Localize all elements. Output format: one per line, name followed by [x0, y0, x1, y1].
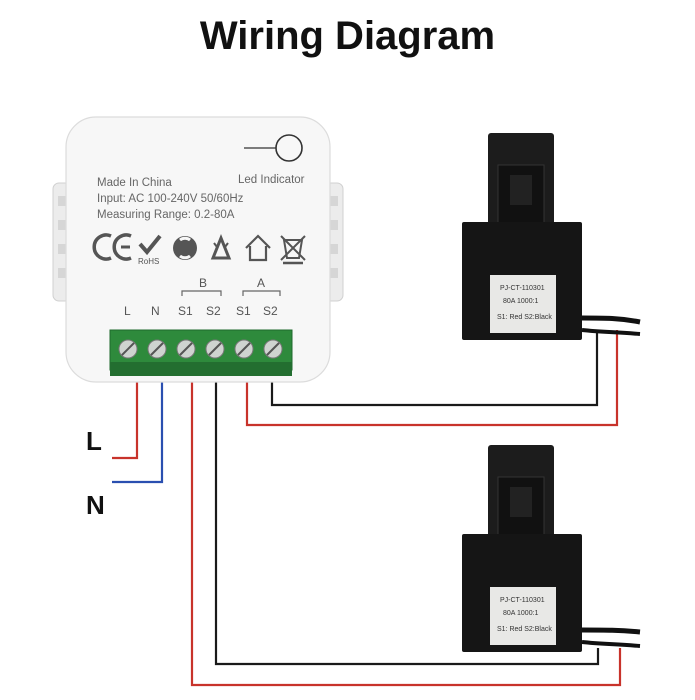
terminal-screws	[118, 339, 283, 359]
ct-bottom-model: PJ-CT-110301	[500, 597, 545, 604]
neutral-label: N	[86, 490, 105, 520]
live-label: L	[86, 426, 102, 456]
diagram-title: Wiring Diagram	[199, 14, 496, 58]
input-spec-text: Input: AC 100-240V 50/60Hz	[97, 193, 244, 205]
rohs-label: RoHS	[138, 257, 159, 266]
ct-top-model: PJ-CT-110301	[500, 285, 545, 292]
rohs-icon: RoHS	[138, 234, 162, 266]
home-icon	[245, 234, 271, 262]
ct-top-rating: 80A 1000:1	[503, 298, 539, 305]
power-monitor-module: Led Indicator Made In China Input: AC 10…	[52, 116, 344, 383]
origin-text: Made In China	[97, 177, 172, 189]
ce-icon	[92, 233, 132, 261]
ct-bottom-rating: 80A 1000:1	[503, 610, 539, 617]
terminal-label-b-s2: S2	[206, 304, 221, 318]
current-transformer-bottom: PJ-CT-110301 80A 1000:1 S1: Red S2:Black	[462, 445, 582, 652]
group-b-label: B	[199, 276, 207, 290]
terminal-label-a-s1: S1	[236, 304, 251, 318]
weee-bin-icon	[280, 235, 306, 265]
ct-a-s2-wire	[270, 330, 599, 407]
ct-a-s1-wire	[245, 330, 619, 427]
terminal-label-n: N	[151, 304, 160, 318]
neutral-wire	[112, 380, 164, 484]
ct-bottom-wiring: S1: Red S2:Black	[497, 626, 552, 633]
terminal-label-l: L	[124, 304, 131, 318]
ct-top-wiring: S1: Red S2:Black	[497, 314, 552, 321]
ct-bottom-cable	[581, 627, 641, 635]
live-wire	[112, 380, 139, 460]
terminal-label-a-s2: S2	[263, 304, 278, 318]
group-a-label: A	[257, 276, 265, 290]
current-transformer-top: PJ-CT-110301 80A 1000:1 S1: Red S2:Black	[462, 133, 582, 340]
range-spec-text: Measuring Range: 0.2-80A	[97, 209, 235, 221]
ct-top-cable	[581, 315, 641, 325]
led-indicator-label: Led Indicator	[238, 174, 305, 186]
ct-b-s2-wire	[214, 380, 600, 666]
green-dot-icon	[173, 236, 197, 260]
ct-bottom-label-plate	[490, 587, 556, 645]
terminal-label-b-s1: S1	[178, 304, 193, 318]
group-b-bracket	[181, 290, 222, 296]
ct-top-label-plate	[490, 275, 556, 333]
recycle-icon	[210, 233, 232, 260]
ct-b-s1-wire	[190, 380, 622, 687]
group-a-bracket	[242, 290, 281, 296]
